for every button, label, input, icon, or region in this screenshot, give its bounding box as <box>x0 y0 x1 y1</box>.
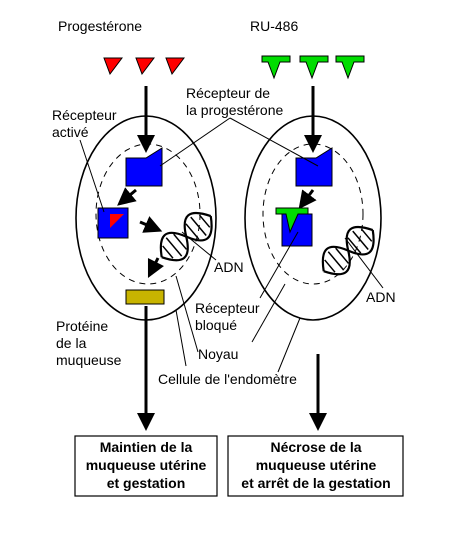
nucleus-right <box>262 143 364 285</box>
expression-arrow <box>147 257 165 279</box>
progesterone-molecule <box>135 57 155 76</box>
ru486-molecules <box>261 55 365 80</box>
outcome-box-left <box>74 435 218 497</box>
outcome-left-line1: Maintien de la <box>100 439 193 455</box>
ru486-molecule <box>261 55 291 80</box>
nucleus-label: Noyau <box>198 346 238 362</box>
progesterone-receptor-right <box>295 147 333 187</box>
blocked-label-line2: bloqué <box>195 317 237 333</box>
blocked-receptor-body <box>281 213 313 247</box>
activated-receptor <box>97 207 129 239</box>
outcome-right-line3: et arrêt de la gestation <box>241 475 390 491</box>
ru486-molecule <box>335 55 365 80</box>
leader-lines <box>79 117 384 373</box>
progesterone-molecule <box>103 57 123 76</box>
binding-arrow-right <box>298 189 317 210</box>
outcome-right-line1: Nécrose de la <box>270 439 361 455</box>
ru486-label: RU-486 <box>250 18 298 34</box>
adn-label-left: ADN <box>214 259 244 275</box>
ru486-molecule <box>299 55 329 80</box>
endometrial-cell-left <box>75 115 217 321</box>
adn-label-right: ADN <box>366 289 396 305</box>
protein-label-line3: muqueuse <box>56 352 122 368</box>
dna-binding-arrow <box>139 216 163 233</box>
protein-label-line2: de la <box>56 335 87 351</box>
blocked-receptor <box>275 207 313 247</box>
progesterone-receptor-left <box>125 147 163 187</box>
receptor-label-line1: Récepteur de <box>186 85 270 101</box>
outcome-box-right <box>227 435 404 497</box>
activation-arrow <box>117 187 137 206</box>
activated-label-line2: activé <box>52 124 89 140</box>
protein-label-line1: Protéine <box>56 318 108 334</box>
outcome-right-line2: muqueuse utérine <box>256 457 377 473</box>
blocked-label-line1: Récepteur <box>195 300 260 316</box>
mucosa-protein <box>125 289 165 305</box>
bound-progesterone <box>110 214 124 228</box>
cell-label: Cellule de l'endomètre <box>158 371 297 387</box>
progesterone-molecules <box>103 57 185 76</box>
activated-label-line1: Récepteur <box>52 107 117 123</box>
outcome-left-line3: et gestation <box>107 475 186 491</box>
bound-ru486 <box>275 207 309 234</box>
progesterone-molecule <box>165 57 185 76</box>
outcome-left-line2: muqueuse utérine <box>86 457 207 473</box>
receptor-label-line2: la progestérone <box>186 102 284 118</box>
progesterone-label: Progestérone <box>58 18 142 34</box>
